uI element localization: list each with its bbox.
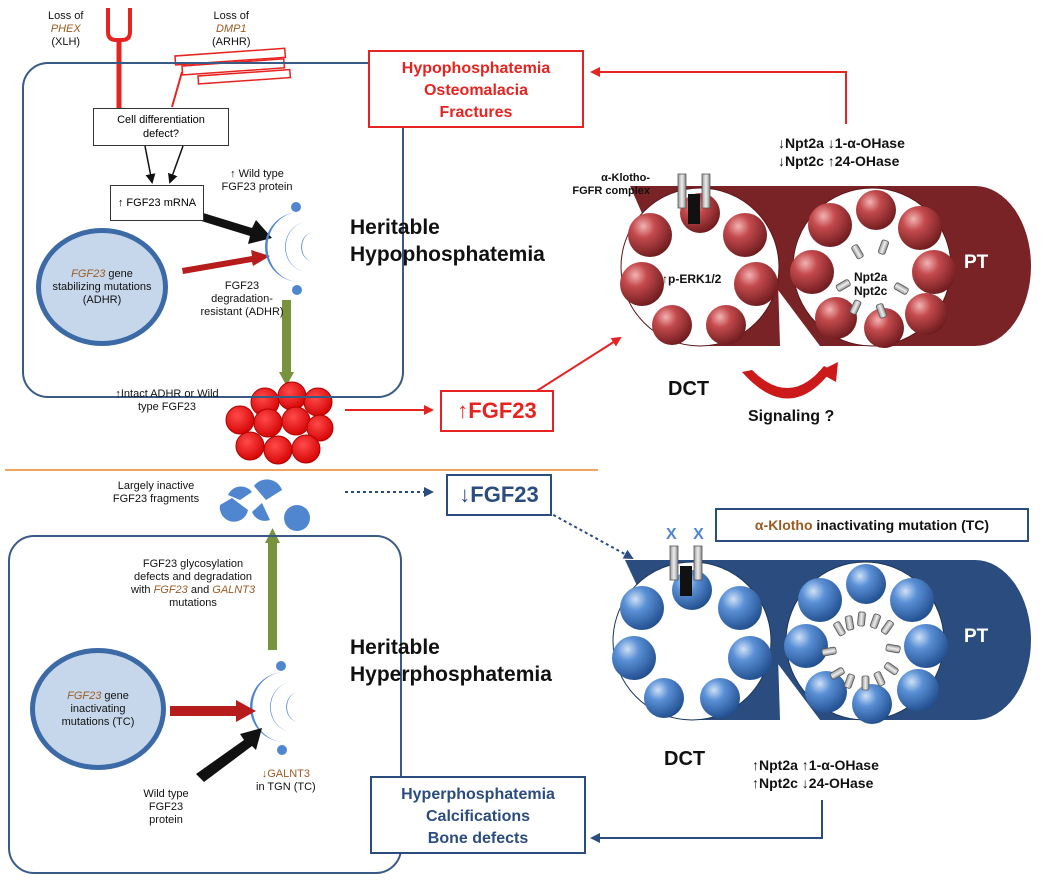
golgi-to-serum-arrow <box>282 300 291 375</box>
nucleus-to-golgi-arrow <box>182 250 270 274</box>
intact-fgf23-cluster <box>225 381 334 465</box>
cell-membrane-bottom <box>8 535 402 874</box>
wild-type-to-golgi-arrow <box>196 728 262 782</box>
fgf23-down-box: ↓FGF23 <box>446 474 552 516</box>
pt-label-top: PT <box>964 252 989 273</box>
pt-bottom-cells <box>784 564 948 724</box>
galnt3-label: ↓GALNT3 in TGN (TC) <box>256 768 316 793</box>
golgi-to-fragments-arrow <box>268 540 277 650</box>
fgf23up-to-kidney-arrow <box>534 336 622 393</box>
klotho-fgfr-complex-bottom <box>669 545 703 596</box>
hypophosphatemia-outcome-box: Hypophosphatemia Osteomalacia Fractures <box>368 50 584 128</box>
npt-label-top: Npt2a Npt2c <box>854 270 888 298</box>
kidney-to-outcome-arrow-bottom <box>590 800 823 843</box>
signaling-label: Signaling ? <box>748 408 835 425</box>
klotho-x-marks: X X <box>666 526 710 543</box>
nucleus-top: FGF23 gene stabilizing mutations (ADHR) <box>36 228 168 346</box>
phex-receptor-icon <box>106 8 132 108</box>
dmp1-label: Loss of DMP1 (ARHR) <box>212 10 251 48</box>
pt-top-cells <box>790 190 956 348</box>
dct-label-top: DCT <box>668 378 710 400</box>
degradation-resistant-label: FGF23 degradation-resistant (ADHR) <box>200 280 284 318</box>
cell-membrane-top <box>22 62 404 398</box>
signaling-arrow <box>742 362 838 399</box>
mrna-to-protein-arrow <box>198 212 272 244</box>
kidney-to-outcome-arrow-top <box>590 67 847 124</box>
klotho-mutation-box: α-Klotho inactivating mutation (TC) <box>715 508 1029 542</box>
fgf23-fragments-icon <box>219 479 310 531</box>
golgi-icon-bottom <box>250 661 299 755</box>
dct-label-bottom: DCT <box>664 748 706 770</box>
fgf23-up-box: ↑FGF23 <box>440 390 554 432</box>
pt-label-bottom: PT <box>964 626 989 647</box>
intact-fgf23-label: ↑Intact ADHR or Wild type FGF23 <box>115 388 219 413</box>
phex-label: Loss of PHEX (XLH) <box>48 10 84 48</box>
enzyme-changes-top: ↓Npt2a ↓1-α-OHase ↓Npt2c ↑24-OHase <box>778 135 905 169</box>
nucleus-to-golgi-arrow-bottom <box>170 700 256 722</box>
wild-type-protein-label: ↑ Wild type FGF23 protein <box>221 168 293 193</box>
npt-transporters-bottom <box>821 611 901 691</box>
wild-type-protein-bottom-label: Wild type FGF23 protein <box>143 788 189 826</box>
npt-transporters-top <box>835 239 909 319</box>
klotho-fgfr-complex-top <box>677 173 711 224</box>
fragments-label: Largely inactive FGF23 fragments <box>112 480 200 505</box>
hyperphosphatemia-outcome-box: Hyperphosphatemia Calcifications Bone de… <box>370 776 586 854</box>
golgi-icon-top <box>265 202 314 295</box>
arrow-to-mrna-left <box>144 145 156 184</box>
hypophosphatemia-title: Heritable Hypophosphatemia <box>350 216 545 266</box>
enzyme-changes-bottom: ↑Npt2a ↑1-α-OHase ↑Npt2c ↓24-OHase <box>752 757 879 791</box>
nucleus-bottom: FGF23 gene inactivating mutations (TC) <box>30 648 166 770</box>
perk-label: ↑p-ERK1/2 <box>662 272 722 286</box>
fgf23-mrna-box: ↑ FGF23 mRNA <box>110 185 204 221</box>
arrow-to-mrna-right <box>168 145 184 184</box>
hyperphosphatemia-title: Heritable Hyperphosphatemia <box>350 636 552 686</box>
fgf23down-to-kidney-arrow <box>547 511 634 559</box>
klotho-complex-label: α-Klotho- FGFR complex <box>572 172 650 197</box>
glycosylation-label: FGF23 glycosylation defects and degradat… <box>130 558 256 609</box>
cell-differentiation-box: Cell differentiation defect? <box>93 108 229 146</box>
